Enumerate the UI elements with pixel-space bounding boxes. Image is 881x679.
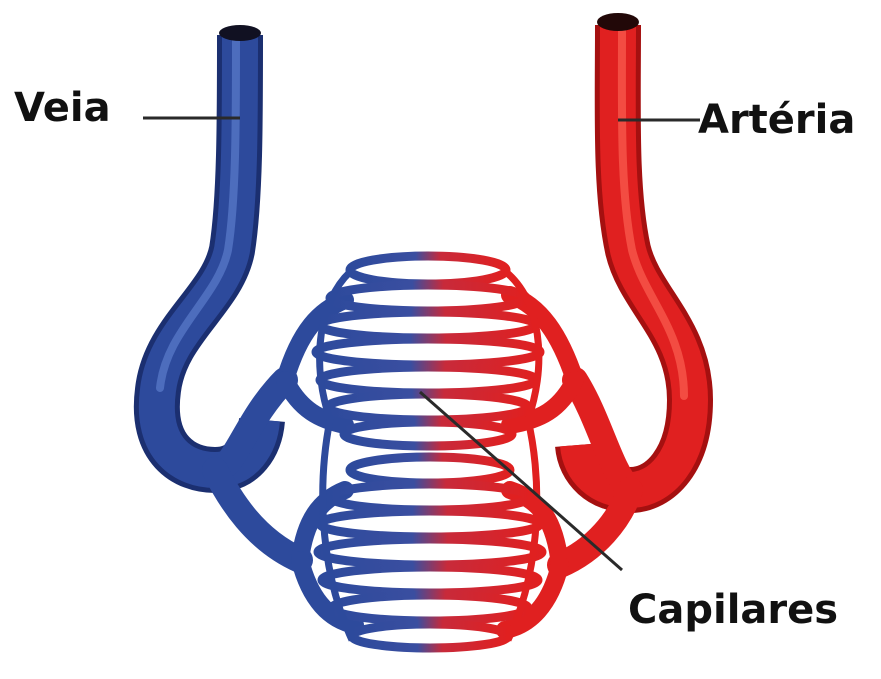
artery-opening — [597, 13, 639, 31]
capillary-network-upper — [316, 256, 540, 446]
vein-label: Veia — [14, 88, 111, 128]
vein-opening — [219, 25, 261, 41]
capillaries-label: Capilares — [628, 590, 838, 630]
vein-vessel — [157, 25, 262, 470]
capillary-network-lower — [318, 457, 542, 648]
artery-label: Artéria — [698, 100, 855, 140]
